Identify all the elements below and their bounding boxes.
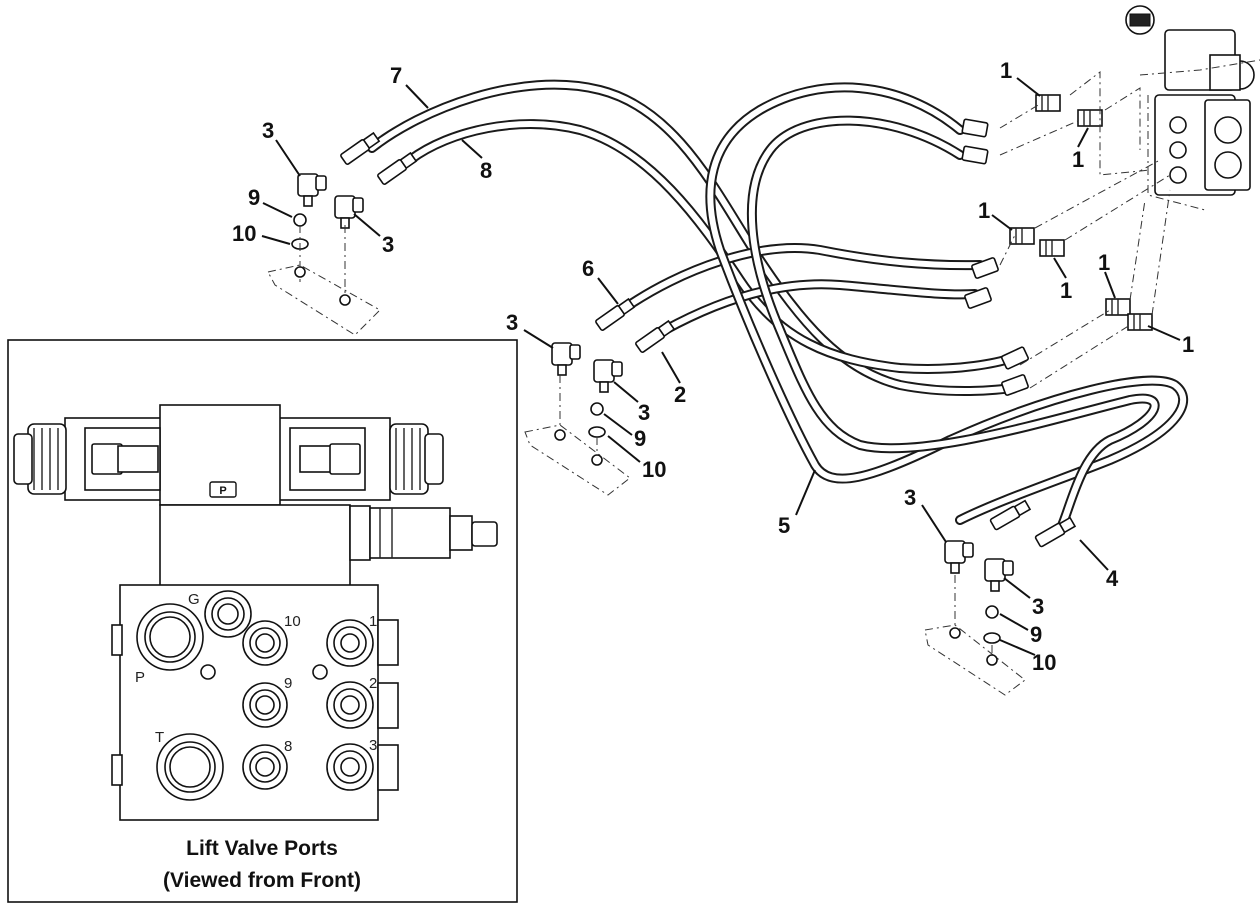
callout-leaders: [261, 77, 1181, 656]
callout-3: 3: [382, 232, 394, 257]
solenoid-label-plate: [209, 481, 237, 498]
callout-1: 1: [978, 198, 990, 223]
port-10: [242, 620, 288, 666]
callout-1: 1: [1000, 58, 1012, 83]
callout-3: 3: [1032, 594, 1044, 619]
lift-valve-assembly: [1125, 5, 1260, 211]
callout-3: 3: [262, 118, 274, 143]
port-label-1: 1: [369, 613, 377, 630]
callout-1: 1: [1060, 278, 1072, 303]
solenoid-valve: P: [13, 404, 444, 506]
mounting-hole: [312, 664, 328, 680]
port-label-3: 3: [369, 737, 377, 754]
port-label-9: 9: [284, 675, 292, 692]
inset-caption-title: Lift Valve Ports: [186, 837, 338, 860]
callout-3: 3: [506, 310, 518, 335]
port-3: [326, 743, 374, 791]
port-block: G P T 10 9 8 1 2 3: [111, 584, 399, 821]
cylinder-group-middle: [524, 342, 631, 496]
callout-8: 8: [480, 158, 492, 183]
port-label-p: P: [135, 669, 145, 686]
port-label-2: 2: [369, 675, 377, 692]
callout-10: 10: [642, 457, 666, 482]
port-label-8: 8: [284, 738, 292, 755]
cylinder-group-left: [267, 173, 381, 336]
port-8: [242, 744, 288, 790]
callout-4: 4: [1106, 566, 1119, 591]
callout-3: 3: [904, 485, 916, 510]
callout-9: 9: [634, 426, 646, 451]
port-1: [326, 619, 374, 667]
port-2: [326, 681, 374, 729]
cylinder-group-right: [924, 540, 1026, 696]
callout-9: 9: [1030, 622, 1042, 647]
port-label-g: G: [188, 591, 200, 608]
callout-2: 2: [674, 382, 686, 407]
solenoid-marking: P: [219, 485, 226, 497]
callout-5: 5: [778, 513, 790, 538]
port-p: [136, 603, 204, 671]
callout-3: 3: [638, 400, 650, 425]
port-g: [204, 590, 252, 638]
port-9: [242, 682, 288, 728]
straight-adapter-fittings: [1009, 94, 1153, 331]
alignment-lines: [999, 70, 1171, 389]
callout-10: 10: [1032, 650, 1056, 675]
port-label-10: 10: [284, 613, 301, 630]
callout-1: 1: [1182, 332, 1194, 357]
port-t: [156, 733, 224, 801]
callout-6: 6: [582, 256, 594, 281]
hose-assembly: [367, 79, 1189, 535]
callout-numbers: 1 1 1 1 1 1 7 8 3 3 9 10 6 3 3 9 10 2 5 …: [232, 58, 1194, 675]
inset-caption-subtitle: (Viewed from Front): [163, 869, 361, 892]
callout-1: 1: [1098, 250, 1110, 275]
port-label-t: T: [155, 729, 164, 746]
hose-crimp-fittings: [340, 118, 1077, 548]
manifold-upper-block: [159, 504, 351, 588]
relief-cartridge: [349, 505, 498, 561]
callout-7: 7: [390, 63, 402, 88]
callout-1: 1: [1072, 147, 1084, 172]
callout-10: 10: [232, 221, 256, 246]
mounting-hole: [200, 664, 216, 680]
lift-valve-ports-inset: P: [7, 339, 518, 903]
callout-9: 9: [248, 185, 260, 210]
